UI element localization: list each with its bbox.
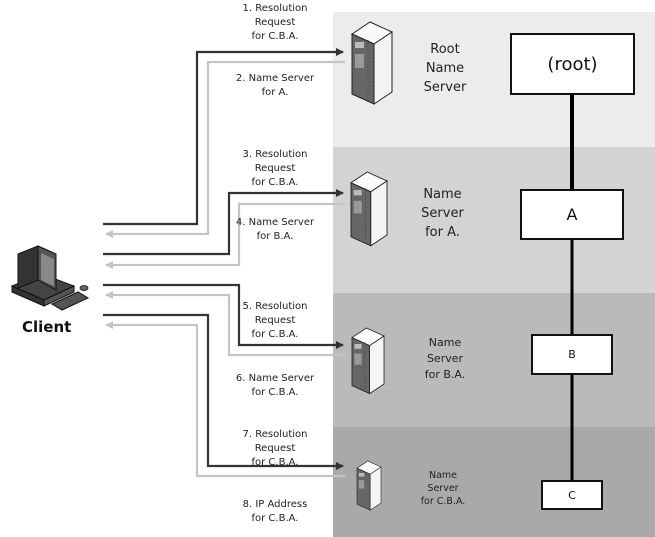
- desktop-computer-icon: [10, 245, 90, 311]
- message-label-4: 4. Name Server for B.A.: [235, 217, 315, 242]
- arrow-step-1: [103, 48, 344, 226]
- server-label-b: Name Server for B.A.: [424, 336, 466, 381]
- server-tower-icon: [350, 171, 388, 247]
- message-label-7: 7. Resolution Request for C.B.A.: [242, 429, 308, 468]
- server-tower-icon: [351, 327, 385, 395]
- arrow-step-5: [103, 283, 344, 349]
- arrow-step-4: [105, 202, 345, 269]
- arrow-step-2: [105, 60, 345, 238]
- server-tower-icon: [356, 460, 382, 511]
- server-label-root: Root Name Server: [423, 42, 467, 95]
- message-label-8: 8. IP Address for C.B.A.: [242, 499, 308, 524]
- arrow-step-7: [103, 313, 344, 470]
- arrow-step-3: [103, 189, 344, 256]
- server-tower-icon: [350, 21, 394, 105]
- message-label-2: 2. Name Server for A.: [235, 73, 315, 98]
- tree-node-c: C: [541, 480, 603, 510]
- server-label-c: Name Server for C.B.A.: [420, 470, 466, 507]
- message-label-5: 5. Resolution Request for C.B.A.: [242, 301, 308, 340]
- client-label: Client: [22, 318, 72, 336]
- message-label-6: 6. Name Server for C.B.A.: [235, 373, 315, 398]
- message-label-1: 1. Resolution Request for C.B.A.: [242, 3, 308, 42]
- arrow-step-8: [105, 321, 345, 478]
- message-label-3: 3. Resolution Request for C.B.A.: [242, 149, 308, 188]
- tree-node-a: A: [520, 189, 624, 240]
- tree-node-root: (root): [510, 33, 635, 95]
- tree-node-b: B: [531, 334, 613, 375]
- arrow-step-6: [105, 291, 345, 357]
- server-label-a: Name Server for A.: [421, 187, 464, 240]
